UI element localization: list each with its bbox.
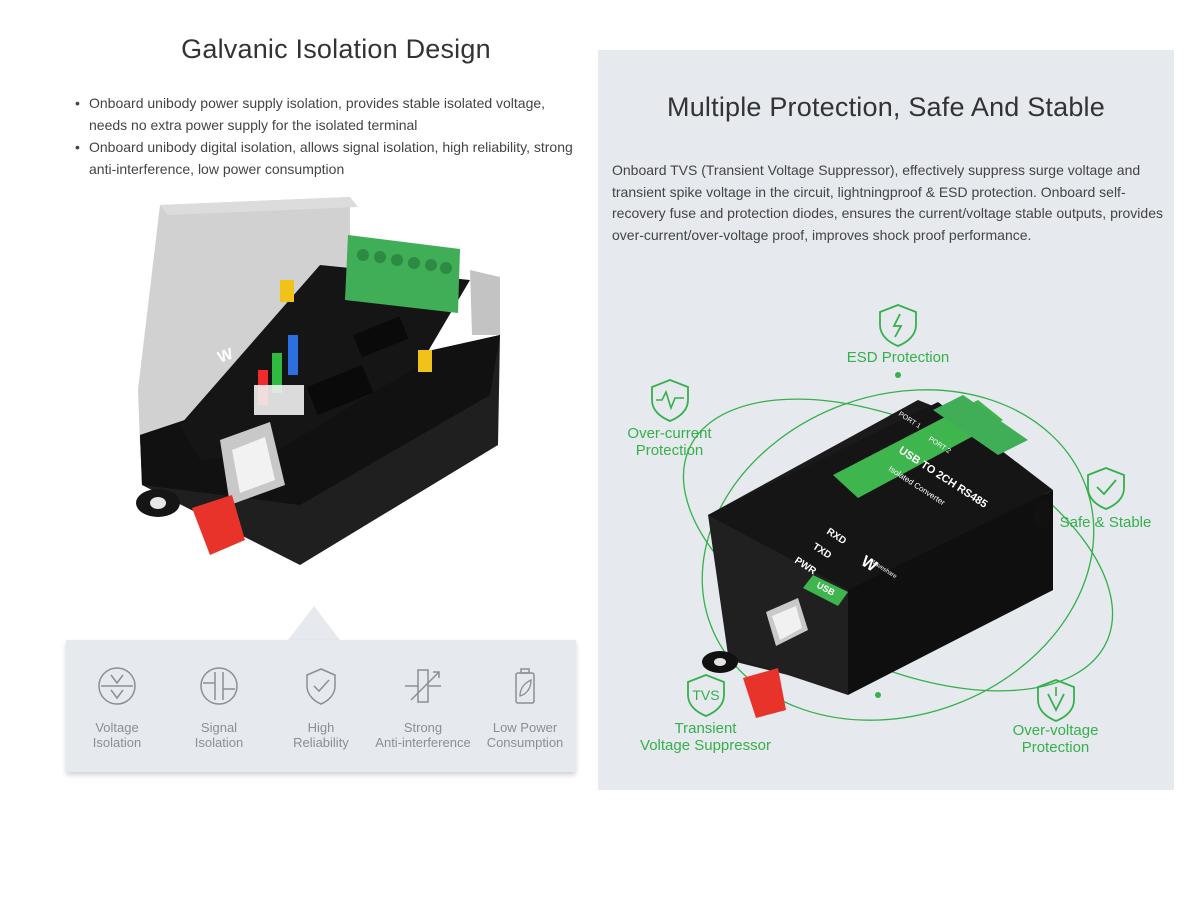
anti-interference-icon: [405, 669, 441, 703]
feature-label: Voltage Isolation: [92, 720, 142, 750]
list-item: Onboard unibody digital isolation, allow…: [72, 136, 577, 180]
feature-label: Signal Isolation: [194, 720, 244, 750]
left-section-title: Galvanic Isolation Design: [181, 34, 491, 64]
svg-text:W: W: [216, 345, 237, 366]
tvs-icon-text: TVS: [692, 687, 719, 703]
low-power-battery-icon: [515, 668, 535, 704]
feature-label: High Reliability: [293, 720, 349, 750]
feature-signal-isolation: Signal Isolation: [168, 640, 270, 772]
feature-label: Strong Anti-interference: [375, 720, 471, 750]
esd-shield-icon: [879, 304, 917, 347]
feature-voltage-isolation: Voltage Isolation: [66, 640, 168, 772]
over-current-shield-icon: [651, 379, 689, 422]
safe-stable-shield-icon: [1087, 467, 1125, 510]
protection-panel: Multiple Protection, Safe And Stable Onb…: [598, 50, 1174, 790]
feature-anti-interference: Strong Anti-interference: [372, 640, 474, 772]
converter-board-photo: W: [120, 185, 540, 595]
over-voltage-shield-icon: [1037, 679, 1075, 722]
safe-stable-label: Safe & Stable: [1059, 514, 1152, 531]
feature-label: Low Power Consumption: [486, 720, 564, 750]
list-item: Onboard unibody power supply isolation, …: [72, 92, 577, 136]
callout-pointer: [288, 606, 340, 640]
tvs-shield-icon: TVS: [687, 674, 725, 717]
over-current-label: Over-current Protection: [627, 425, 712, 459]
shield-check-icon: [306, 668, 336, 705]
feature-high-reliability: High Reliability: [270, 640, 372, 772]
esd-protection-label: ESD Protection: [846, 349, 950, 366]
right-section-title: Multiple Protection, Safe And Stable: [667, 92, 1105, 122]
feature-low-power: Low Power Consumption: [474, 640, 576, 772]
converter-enclosure-photo: USB TO 2CH RS485 Isolated Converter PORT…: [702, 395, 1053, 718]
tvs-label: Transient Voltage Suppressor: [640, 720, 771, 754]
signal-isolation-icon: [200, 667, 238, 705]
protection-description: Onboard TVS (Transient Voltage Suppresso…: [612, 162, 1163, 243]
feature-icon-bar: Voltage Isolation Signal Isolation High …: [66, 640, 576, 772]
over-voltage-label: Over-voltage Protection: [1012, 722, 1099, 756]
isolation-feature-list: Onboard unibody power supply isolation, …: [72, 92, 577, 180]
protection-diagram: TVS USB TO 2CH RS485 Isolated Converter: [598, 290, 1174, 790]
voltage-isolation-icon: [98, 667, 136, 705]
